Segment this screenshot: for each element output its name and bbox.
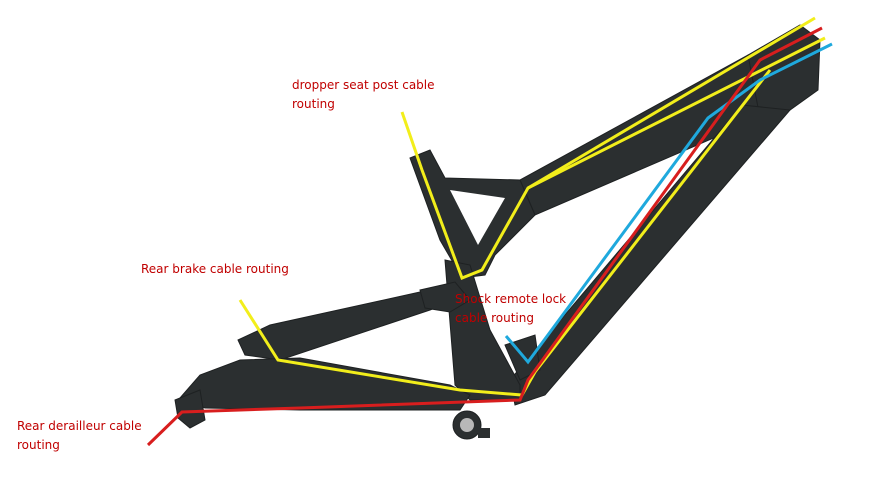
seat-triangle-cutout bbox=[450, 190, 505, 245]
rocker-link bbox=[419, 281, 471, 313]
derailleur-cable-line bbox=[146, 26, 823, 447]
carbon-frame bbox=[174, 24, 821, 429]
rear-brake-label: Rear brake cable routing bbox=[141, 262, 289, 276]
rear-derailleur-label: Rear derailleur cable routing bbox=[17, 419, 142, 452]
dropper-cable-line bbox=[400, 36, 826, 280]
lower-seat-tube bbox=[444, 259, 521, 401]
rear-dropout bbox=[174, 389, 206, 429]
shock-cable-line bbox=[504, 42, 833, 365]
dropper-seat-post-label: dropper seat post cable routing bbox=[292, 78, 435, 111]
brake-cable-line bbox=[238, 69, 772, 397]
shock-remote-label: Shock remote lock cable routing bbox=[455, 292, 567, 325]
dropper-cable-line-outer bbox=[527, 16, 816, 190]
bottom-bracket bbox=[452, 410, 490, 440]
